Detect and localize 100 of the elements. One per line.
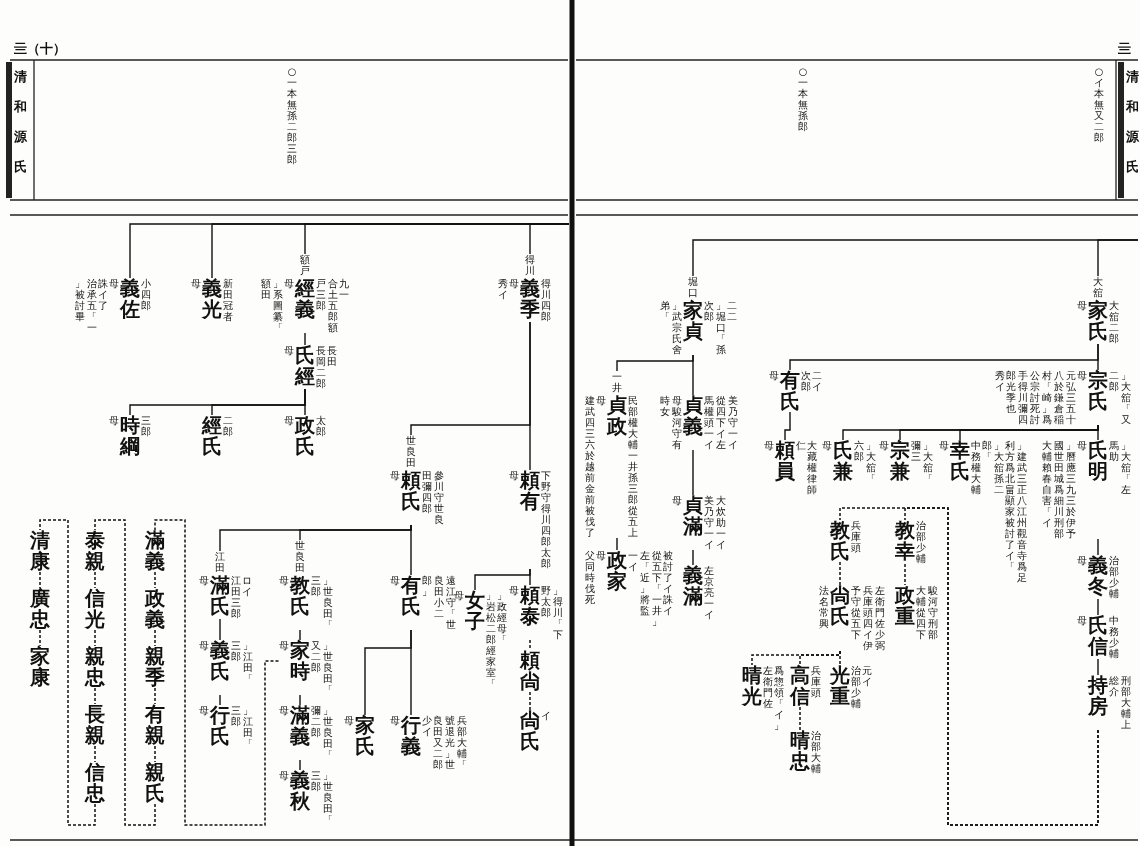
lineage-line xyxy=(39,519,96,826)
annotation: 得川四郎 xyxy=(540,278,552,322)
annotation: 建武四三六於越前金前被伐了 xyxy=(584,395,596,538)
annotation: 母 xyxy=(508,470,519,481)
annotation: 爲惣領「イ」 xyxy=(773,665,785,731)
annotation: 左京亮一イ xyxy=(703,565,715,620)
annotation: 合土五郎額戸三郎 xyxy=(315,278,339,333)
annotation: 下野守得川四郎太郎 xyxy=(540,470,552,569)
annotation: 左衛門佐少弼兵庫頭四イ伊予守從五下 xyxy=(850,585,886,651)
annotation: 長岡二郎 xyxy=(315,345,327,389)
annotation: 次郎 xyxy=(800,370,812,392)
person-name: 政義 xyxy=(144,588,166,630)
person-name: 氏信 xyxy=(1087,615,1109,657)
annotation: 治部少輔 xyxy=(850,665,862,709)
annotation: 母 xyxy=(190,278,202,289)
annotation: 刑部大輔上総介 xyxy=(1108,675,1132,730)
annotation: 左衛門佐 xyxy=(762,665,774,709)
annotation: 治承五「一」被討畢 xyxy=(74,278,98,333)
person-name: 尙氏 xyxy=(519,710,541,752)
lineage-line xyxy=(154,519,280,826)
place-name: 額戸 xyxy=(299,254,311,276)
person-name: 義氏 xyxy=(209,640,231,682)
lineage-line xyxy=(529,639,531,651)
section-tab: 清和源氏 xyxy=(6,62,28,198)
annotation: 「世良田」三郎 xyxy=(310,575,334,630)
person-name: 女子 xyxy=(464,590,486,632)
lineage-line xyxy=(94,519,156,826)
annotation: 少イ xyxy=(421,715,433,737)
annotation: 太郎 xyxy=(315,415,327,437)
person-name: 貞滿 xyxy=(682,495,704,537)
annotation: 長田 xyxy=(326,345,338,367)
annotation: 「建武三正八江州觀音寺爲足利方爲北畠顯家被討了イ」 xyxy=(1004,440,1028,583)
annotation: 「武宗氏舍弟」 xyxy=(659,300,683,355)
lineage-line xyxy=(692,449,694,496)
lineage-line xyxy=(529,691,531,711)
annotation: 大藏權律師 xyxy=(806,440,818,495)
annotation: 治部少輔 xyxy=(915,520,927,564)
person-name: 宗氏 xyxy=(1087,370,1109,412)
person-name: 清康 xyxy=(29,530,51,572)
annotation: 秀イ xyxy=(497,278,509,300)
annotation: 被討了イ誅イ xyxy=(662,550,674,616)
lineage-line xyxy=(1097,538,1099,556)
annotation: 「岩松二郎經家室」 xyxy=(485,590,497,689)
lineage-line xyxy=(304,388,306,416)
lineage-line xyxy=(904,563,906,586)
annotation: 母 xyxy=(278,705,290,716)
person-name: 親氏 xyxy=(144,762,166,804)
person-name: 行氏 xyxy=(209,705,231,747)
annotation: 秀イ xyxy=(994,370,1006,392)
annotation: 母 xyxy=(454,590,465,601)
annotation: 美乃守一イ從四下イ左馬權頭一イ xyxy=(703,395,739,450)
annotation: 母 xyxy=(389,575,401,586)
person-name: 頼尙 xyxy=(519,650,541,692)
annotation: 「大舘」六郎 xyxy=(853,440,877,486)
annotation: 母 xyxy=(278,770,290,781)
annotation: 「大舘」左馬助 xyxy=(1108,440,1132,495)
person-name: 家貞 xyxy=(682,300,704,342)
annotation: 「系圖纂」額田 xyxy=(260,278,284,333)
annotation: 「堀口」孫次郎 xyxy=(703,300,727,355)
person-name: 滿氏 xyxy=(209,575,231,617)
annotation: 母 xyxy=(1076,440,1088,451)
person-name: 晴光 xyxy=(741,665,763,707)
annotation: 「世良田」三郎 xyxy=(310,770,334,825)
person-name: 有親 xyxy=(144,704,166,746)
person-name: 親忠 xyxy=(84,646,106,688)
person-name: 經義 xyxy=(294,278,316,320)
lineage-line xyxy=(219,694,221,706)
annotation: 母 xyxy=(508,278,520,289)
annotation: 大炊助一イ美乃守一イ xyxy=(703,495,727,550)
lineage-line xyxy=(410,321,531,436)
place-name: 得川 xyxy=(524,254,536,276)
annotation: 仁 xyxy=(795,440,807,451)
annotation: 誅イ了 xyxy=(97,278,109,311)
lineage-line xyxy=(94,629,96,647)
person-name: 信光 xyxy=(84,588,106,630)
annotation: 法名常興 xyxy=(818,585,830,629)
annotation: 母 xyxy=(389,715,400,726)
annotation: 母 xyxy=(278,575,290,586)
lineage-line xyxy=(784,411,791,441)
person-name: 義秋 xyxy=(289,770,311,812)
annotation: 母 xyxy=(108,278,120,289)
annotation: 兵部大輔「號退光」世良田又二郎 xyxy=(432,715,468,770)
annotation: 母 xyxy=(283,415,295,426)
person-name: 氏兼 xyxy=(832,440,854,482)
person-name: 宗兼 xyxy=(889,440,911,482)
annotation: 母 xyxy=(763,440,774,451)
lineage-line xyxy=(799,706,801,731)
person-name: 家時 xyxy=(289,640,311,682)
page-number: 亖 xyxy=(1118,40,1131,58)
person-name: 義季 xyxy=(519,278,541,320)
lineage-line xyxy=(154,571,156,589)
person-name: 廣忠 xyxy=(29,588,51,630)
annotation: 元弘三五十八於鎌倉稲村「崎」爲公宗討死討手得川彌四郎光季也 xyxy=(1005,370,1077,425)
lineage-line xyxy=(529,223,570,255)
lineage-line xyxy=(94,687,96,705)
lineage-line xyxy=(299,759,301,771)
person-name: 義佐 xyxy=(119,278,141,320)
header-note: ○一本無孫郎 xyxy=(797,66,809,132)
place-name: 大舘 xyxy=(1092,276,1104,298)
annotation: 二郎 xyxy=(222,415,234,437)
